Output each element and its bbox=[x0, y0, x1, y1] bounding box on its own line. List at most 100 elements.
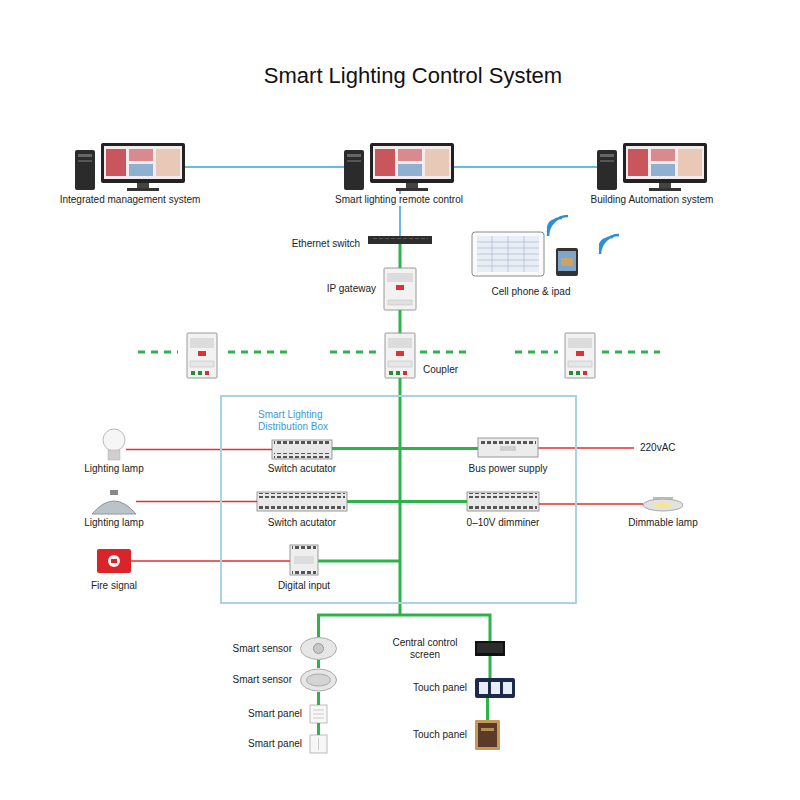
bus-connector bbox=[489, 656, 492, 678]
highbay-lamp-icon bbox=[92, 490, 136, 514]
control-screen-icon bbox=[475, 641, 505, 656]
device-label: Smart sensor bbox=[233, 674, 292, 686]
ethernet-switch-icon bbox=[368, 236, 432, 244]
switch-actuator-icon bbox=[274, 453, 330, 458]
bus-power-supply-icon bbox=[478, 438, 538, 457]
panel-icon bbox=[310, 705, 327, 723]
tablet-phone-icon bbox=[548, 216, 568, 236]
digital-input-icon bbox=[290, 545, 318, 575]
highbay-lamp-icon bbox=[92, 501, 136, 514]
computer-node: Smart lighting remote control bbox=[344, 143, 454, 191]
switch-node: Ethernet switch bbox=[368, 236, 432, 244]
device-label: Integrated management system bbox=[60, 194, 201, 206]
downlight-icon bbox=[643, 497, 683, 511]
device-label: Touch panel bbox=[413, 682, 467, 694]
panel-icon bbox=[310, 705, 327, 723]
device-label: Building Automation system bbox=[591, 194, 714, 206]
sensor-icon bbox=[301, 638, 337, 660]
sensor-node: Smart sensor bbox=[300, 668, 337, 692]
bus-connector bbox=[131, 560, 290, 562]
device-label: Fire signal bbox=[91, 580, 137, 592]
voltage-label: 220vAC bbox=[640, 442, 676, 454]
device-label: Touch panel bbox=[413, 729, 467, 741]
panel-node: Smart panel bbox=[310, 705, 327, 723]
device-label: Cell phone & ipad bbox=[492, 286, 571, 298]
bus-connector bbox=[399, 244, 402, 268]
distribution-box: Smart Lighting Distribution BoxSwitch ac… bbox=[220, 395, 577, 604]
highbay-lamp-icon bbox=[110, 490, 118, 495]
fire-alarm-icon bbox=[97, 549, 131, 573]
bus-connector bbox=[317, 660, 320, 668]
bus-connector bbox=[317, 723, 320, 735]
tablet-phone-icon bbox=[472, 232, 544, 276]
bus-connector bbox=[185, 166, 344, 168]
bus-connector bbox=[317, 692, 320, 705]
illustration bbox=[344, 143, 454, 191]
illustration bbox=[385, 333, 415, 378]
device-label: Switch acutator bbox=[268, 463, 336, 475]
switch-actuator-icon bbox=[259, 493, 345, 498]
touch-panel-icon bbox=[475, 720, 500, 750]
ethernet-switch-icon bbox=[372, 238, 428, 240]
ip-gateway-icon bbox=[384, 268, 416, 310]
device-label: Coupler bbox=[423, 364, 458, 376]
bulb-icon bbox=[103, 429, 125, 460]
ip-gateway-icon bbox=[387, 273, 413, 282]
dimmer-icon bbox=[469, 493, 537, 498]
computer-node: Integrated management system bbox=[75, 143, 185, 191]
bus-connector bbox=[486, 698, 489, 720]
mobile-node: Cell phone & ipad bbox=[472, 228, 590, 276]
device-label: Ethernet switch bbox=[292, 238, 360, 250]
switch-actuator-icon bbox=[257, 492, 347, 511]
device-label: Switch acutator bbox=[268, 517, 336, 529]
bus-connector bbox=[347, 500, 467, 503]
computer-node: Building Automation system bbox=[597, 143, 707, 191]
digital-input-icon bbox=[292, 569, 316, 574]
bus-connector bbox=[126, 449, 272, 451]
illustration bbox=[565, 333, 595, 378]
diagram-title: Smart Lighting Control System bbox=[26, 63, 800, 89]
device-label: Smart panel bbox=[248, 738, 302, 750]
device-label: 0–10V dimminer bbox=[467, 517, 540, 529]
tablet-phone-icon bbox=[558, 251, 576, 271]
gateway-node: IP gateway bbox=[384, 268, 416, 310]
fire-alarm-icon bbox=[111, 559, 117, 563]
touch-panel-icon bbox=[481, 728, 494, 731]
switch-actuator-icon bbox=[274, 441, 330, 446]
downlight-icon bbox=[653, 502, 673, 508]
touch-panel-icon bbox=[475, 720, 500, 750]
bus-power-supply-icon bbox=[500, 446, 516, 451]
actuator-node: Switch acutator bbox=[272, 440, 332, 459]
switch-actuator-icon bbox=[272, 440, 332, 459]
lamp-node: Lighting lamp bbox=[92, 492, 136, 514]
bus-power-supply-icon bbox=[478, 438, 538, 457]
tablet-phone-icon bbox=[600, 235, 619, 254]
power-line bbox=[538, 447, 634, 449]
illustration bbox=[187, 333, 217, 378]
dimmer-icon bbox=[467, 492, 539, 511]
device-label: Central control screen bbox=[383, 637, 467, 661]
control-screen-icon bbox=[477, 643, 503, 653]
screen-node: Central control screen bbox=[475, 641, 505, 656]
tablet-phone-icon bbox=[556, 248, 578, 276]
panel-icon bbox=[310, 735, 327, 753]
touch-panel-icon bbox=[478, 723, 497, 747]
downlight-icon bbox=[643, 499, 683, 511]
panel-node: Smart panel bbox=[310, 735, 327, 753]
bus-connector bbox=[399, 310, 402, 333]
lamp-node: Lighting lamp bbox=[102, 428, 126, 460]
tablet-phone-icon bbox=[477, 236, 539, 272]
device-label: Lighting lamp bbox=[84, 517, 143, 529]
touch-panel-icon bbox=[503, 682, 512, 694]
ethernet-switch-icon bbox=[368, 236, 432, 244]
bus-connector bbox=[454, 166, 597, 168]
sensor-icon bbox=[301, 669, 337, 691]
digital-input-icon bbox=[294, 556, 314, 564]
dimmer-icon bbox=[467, 492, 539, 511]
digital-input-icon bbox=[292, 546, 316, 551]
device-label: Lighting lamp bbox=[84, 463, 143, 475]
device-label: Dimmable lamp bbox=[628, 517, 697, 529]
